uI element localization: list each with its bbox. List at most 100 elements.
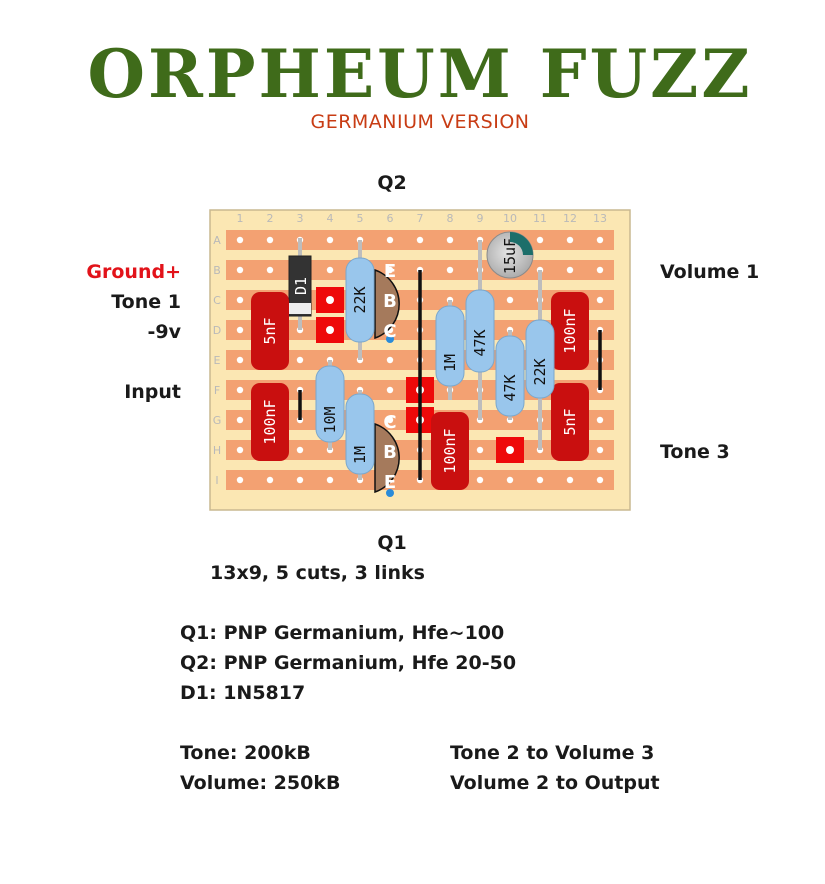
page-title: ORPHEUM FUZZ [88,35,753,113]
svg-text:10M: 10M [321,406,339,433]
resistor-1m-bottom: 1M [345,390,375,480]
strip-hole [236,476,244,484]
svg-text:1M: 1M [351,446,369,464]
resistor-47k-top: 47K [465,240,495,420]
row-label: H [213,444,221,457]
column-label: 10 [503,212,517,225]
strip-hole [266,476,274,484]
column-label: 13 [593,212,607,225]
transistor-q2: E B C [374,261,400,343]
d1-label: D1 [292,277,310,295]
neg9v-label: -9v [148,321,182,343]
capacitor-15uf-label: 15uF [501,238,519,274]
column-label: 11 [533,212,547,225]
capacitor-100nf-right [551,292,589,370]
svg-text:47K: 47K [501,374,519,401]
strip-hole [236,326,244,334]
svg-text:47K: 47K [471,329,489,356]
strip-hole [386,356,394,364]
strip-hole [296,476,304,484]
strip-hole [236,296,244,304]
film-capacitors: 5nF 100nF 100nF 100nF 5nF [251,292,589,490]
q2-label: Q2 [377,172,406,194]
strip-hole [236,356,244,364]
strip-hole [476,476,484,484]
strip-hole [566,266,574,274]
volume1-label: Volume 1 [660,261,759,283]
strip-hole [326,476,334,484]
q1-pin-e: E [384,472,396,493]
row-label: A [213,234,221,247]
resistor-10m: 10M [315,360,345,450]
strip-hole [386,266,394,274]
column-label: 3 [297,212,304,225]
strip-hole [596,296,604,304]
strip-hole [266,266,274,274]
row-label: E [214,354,221,367]
column-label: 5 [357,212,364,225]
strip-hole [446,266,454,274]
svg-text:5nF: 5nF [561,408,579,435]
tone1-label: Tone 1 [111,291,181,313]
diode-d1: D1 [288,238,312,330]
svg-text:100nF: 100nF [441,428,459,473]
row-label: I [215,474,218,487]
strip-hole [236,236,244,244]
column-label: 7 [417,212,424,225]
strip-hole [386,386,394,394]
q1-label: Q1 [377,532,406,554]
strip-hole [416,236,424,244]
capacitor-15uf: 15uF [486,231,534,279]
column-label: 8 [447,212,454,225]
tone-link-note: Tone 2 to Volume 3 [450,742,654,764]
strip-hole [236,416,244,424]
page-subtitle: GERMANIUM VERSION [310,111,529,133]
strip-hole [236,266,244,274]
resistors: 22K 10M 1M 1M [315,240,555,480]
strip-hole [536,236,544,244]
column-label: 12 [563,212,577,225]
strip-hole [236,446,244,454]
strip-hole [446,236,454,244]
q2-pin-b: B [383,291,397,312]
capacitor-100nf-mid [431,412,469,490]
tone3-label: Tone 3 [660,441,730,463]
column-label: 1 [237,212,244,225]
q2-note: Q2: PNP Germanium, Hfe 20-50 [180,652,516,674]
svg-text:22K: 22K [351,286,369,313]
strip-hole [506,296,514,304]
input-label: Input [124,381,181,403]
q1-note: Q1: PNP Germanium, Hfe~100 [180,622,504,644]
row-label: B [213,264,221,277]
strip-hole [326,236,334,244]
column-label: 2 [267,212,274,225]
capacitor-5nf-right [551,383,589,461]
q1-pin-b: B [383,442,397,463]
row-label: G [213,414,222,427]
strip-hole [566,236,574,244]
svg-text:22K: 22K [531,358,549,385]
strip-hole [596,416,604,424]
strip-hole [596,446,604,454]
strip-hole [536,476,544,484]
strip-hole [506,476,514,484]
column-label: 9 [477,212,484,225]
board-size-note: 13x9, 5 cuts, 3 links [210,562,425,584]
strip-hole [596,236,604,244]
row-label: F [214,384,220,397]
strip-hole [386,416,394,424]
wire-links [298,270,602,480]
d1-note: D1: 1N5817 [180,682,305,704]
strip-hole [296,446,304,454]
transistor-q1: C B E [374,412,400,497]
q2-pin-e: E [384,261,396,282]
strip-hole [476,446,484,454]
svg-text:100nF: 100nF [261,399,279,444]
tone-pot-note: Tone: 200kB [180,742,311,764]
resistor-1m-mid: 1M [435,300,465,400]
resistor-22k-top: 22K [345,240,375,360]
